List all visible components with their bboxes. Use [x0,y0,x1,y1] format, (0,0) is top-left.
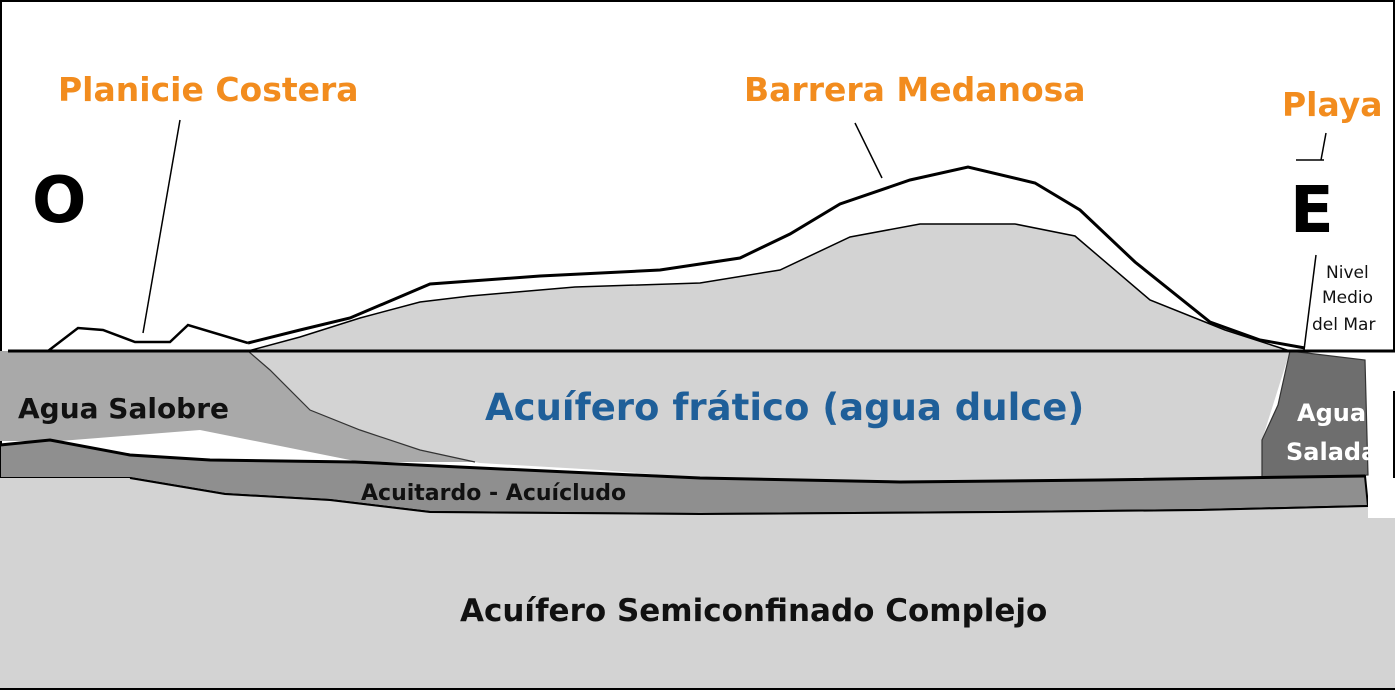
label-acuifero-semiconfinado: Acuífero Semiconfinado Complejo [460,593,1047,629]
right-edge-gap-lower [1368,478,1395,518]
dune-surface-line [247,165,1306,350]
leader-barrera [854,122,883,179]
acuifero-semiconfinado-layer [0,478,1395,688]
label-playa: Playa [1282,85,1383,124]
right-edge-gap [1368,351,1395,391]
leader-planicie [142,119,181,334]
label-acuitardo: Acuitardo - Acuícludo [361,481,626,506]
leader-playa [1320,132,1327,161]
acuifero-fratico-layer [0,351,1290,482]
label-acuifero-fratico: Acuífero frático (agua dulce) [485,386,1084,429]
label-nivel-line2: Medio [1322,288,1373,308]
dune-fill [247,223,1291,352]
label-agua-salobre: Agua Salobre [18,392,229,425]
salobre-interface-line [247,350,476,463]
planicie-surface-line [47,323,249,352]
label-barrera-medanosa: Barrera Medanosa [744,70,1086,109]
label-planicie-costera: Planicie Costera [58,70,359,109]
label-agua-salada-line2: Salada [1286,438,1377,466]
agua-salobre-zone [0,351,475,462]
label-nivel-line3: del Mar [1312,315,1375,335]
label-agua-salada-line1: Agua [1297,399,1366,427]
leader-nivel-mar [1303,254,1317,351]
label-west: O [32,164,86,238]
acuitardo-bottom-line [129,477,1369,516]
label-nivel-line1: Nivel [1326,263,1369,283]
acuitardo-top-line [0,438,1366,484]
label-east: E [1290,174,1334,248]
